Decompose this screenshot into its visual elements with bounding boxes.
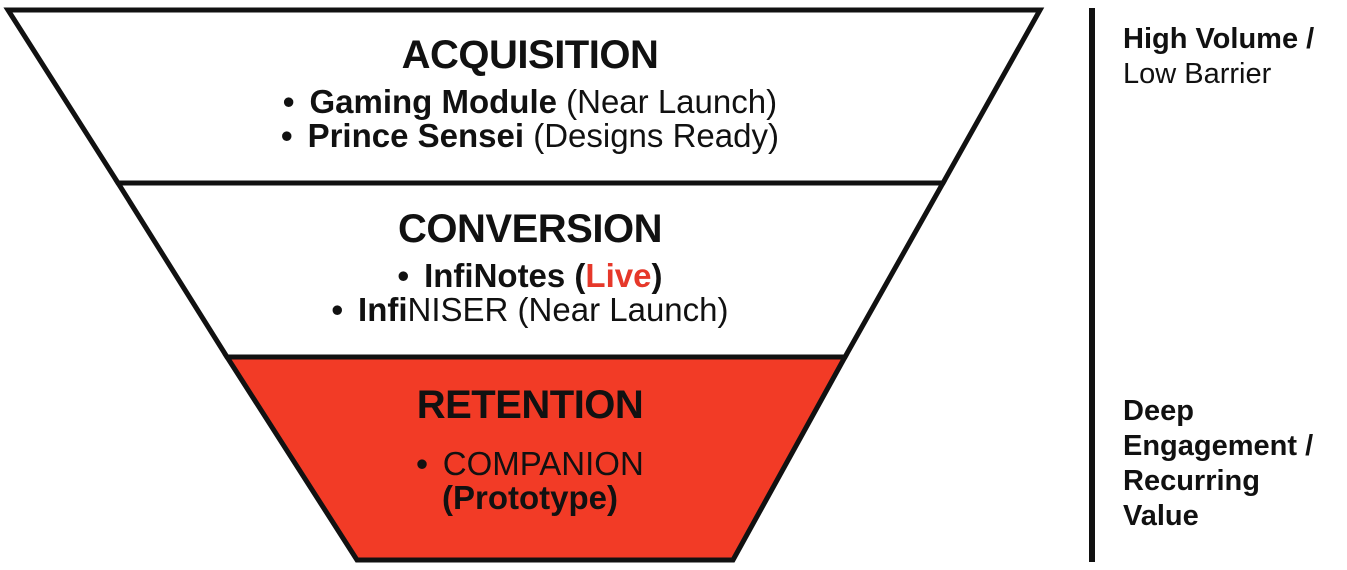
item-name-paren: )	[651, 257, 663, 294]
tier-acquisition-title: ACQUISITION	[401, 33, 659, 77]
bullet-marker: •	[281, 117, 293, 154]
bullet-marker: •	[416, 445, 428, 482]
axis-label-bottom-line-1: Deep	[1123, 395, 1194, 427]
list-item: • COMPANION	[110, 447, 950, 481]
axis-label-bottom-line-3: Recurring	[1123, 465, 1260, 497]
item-status-live: Live	[585, 257, 652, 294]
funnel-tier-retention-shape	[222, 354, 850, 563]
list-item: • InfiNISER (Near Launch)	[110, 293, 950, 327]
tier-conversion-text: CONVERSION •InfiNotes (Live) •InfiNISER …	[110, 206, 950, 327]
list-item: • Prince Sensei (Designs Ready)	[110, 119, 950, 153]
tier-acquisition-text: ACQUISITION • Gaming Module (Near Launch)…	[110, 32, 950, 153]
item-status: (Prototype)	[442, 479, 618, 516]
axis-divider-line	[1089, 8, 1095, 562]
axis-label-bottom: Deep Engagement / Recurring Value	[1123, 394, 1343, 534]
axis-label-bottom-line-2: Engagement /	[1123, 430, 1314, 462]
bullet-marker: •	[397, 257, 410, 294]
bullet-marker: •	[282, 83, 295, 120]
tier-retention-text: RETENTION • COMPANION (Prototype)	[110, 382, 950, 515]
tier-retention-title: RETENTION	[416, 383, 644, 427]
axis-label-top-line-2: Low Barrier	[1123, 58, 1272, 90]
item-name: Gaming Module	[309, 83, 557, 120]
item-name-rest: NISER (Near Launch)	[407, 291, 729, 328]
item-name: Prince Sensei	[307, 117, 525, 154]
list-item: • InfiNotes (Live)	[110, 259, 950, 293]
tier-conversion-title: CONVERSION	[398, 207, 662, 251]
item-status: (Designs Ready)	[524, 117, 779, 154]
axis-label-top: High Volume / Low Barrier	[1123, 22, 1343, 92]
bullet-marker: •	[331, 291, 344, 328]
item-status-line: (Prototype)	[110, 481, 950, 515]
item-name: COMPANION	[442, 445, 644, 482]
axis-label-top-line-1: High Volume /	[1123, 23, 1315, 55]
item-status: (Near Launch)	[556, 83, 778, 120]
list-item: • Gaming Module (Near Launch)	[110, 85, 950, 119]
item-name: InfiNotes (	[424, 257, 586, 294]
item-name-prefix: Infi	[358, 291, 408, 328]
axis-label-bottom-line-4: Value	[1123, 500, 1199, 532]
